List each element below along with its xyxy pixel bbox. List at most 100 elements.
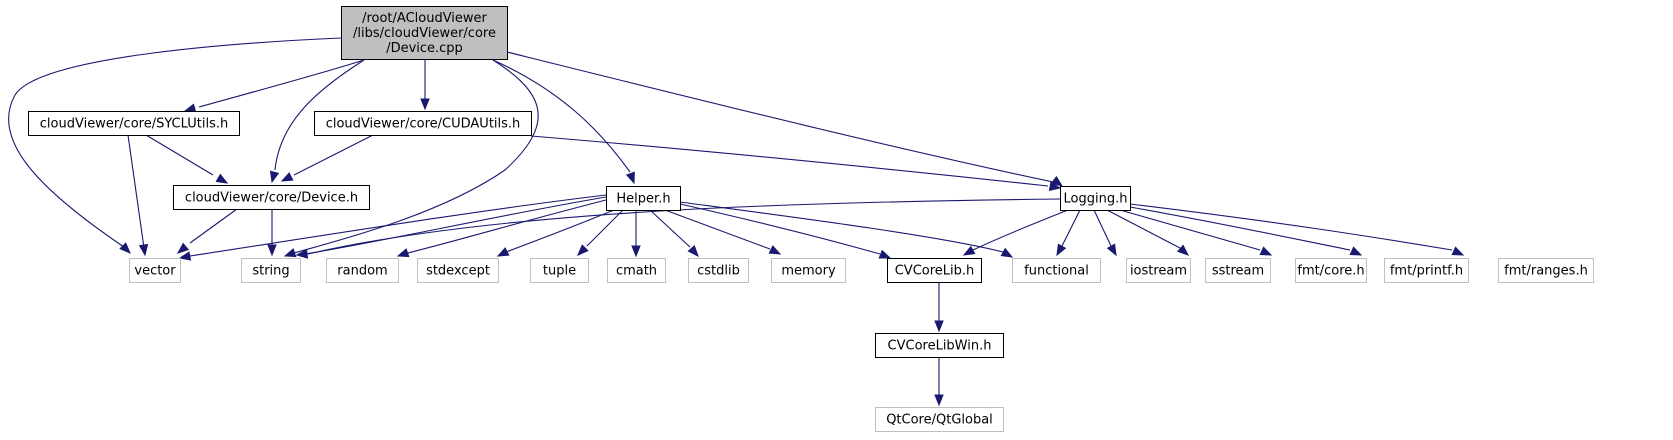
node-box-cmath [607, 258, 666, 283]
edge-helper-to-vector [189, 194, 607, 257]
node-box-fmtcore [1295, 258, 1367, 283]
edge-root-to-deviceh [274, 59, 365, 171]
arrowhead-deviceh-to-vector [176, 242, 190, 254]
node-label-cvcorelibwin: CVCoreLibWin.h [888, 339, 992, 354]
node-label-stdexcept: stdexcept [426, 264, 490, 279]
node-box-tuple [530, 258, 589, 283]
node-random: random [326, 258, 399, 283]
edge-cuda-to-logging [530, 135, 1049, 187]
node-box-logging[interactable] [1060, 186, 1131, 211]
arrowhead-root-to-vector [119, 242, 131, 254]
arrowhead-helper-to-cstdlib [687, 245, 699, 258]
node-label-memory: memory [781, 264, 836, 279]
arrowhead-logging-to-functional [1056, 243, 1067, 257]
arrowhead-cuda-to-deviceh [280, 172, 294, 182]
edge-helper-to-functional [679, 201, 1004, 253]
arrowhead-helper-to-cvcorelib [878, 249, 892, 259]
node-functional: functional [1012, 258, 1101, 283]
arrowhead-cvcorelibwin-to-qtglobal [934, 394, 944, 407]
arrowhead-helper-to-vector [178, 251, 192, 261]
node-cstdlib: cstdlib [688, 258, 749, 283]
node-box-deviceh[interactable] [173, 185, 370, 210]
arrowhead-logging-to-fmtranges [1451, 246, 1465, 256]
node-qtglobal: QtCore/QtGlobal [875, 407, 1004, 432]
node-label-tuple: tuple [543, 264, 576, 279]
node-box-cvcorelibwin[interactable] [875, 333, 1004, 358]
node-cvcorelibwin[interactable]: CVCoreLibWin.h [875, 333, 1004, 358]
node-box-iostream [1126, 258, 1191, 283]
edge-helper-to-string [304, 196, 607, 255]
node-label-helper: Helper.h [616, 192, 670, 207]
arrowhead-root-to-deviceh [269, 170, 280, 184]
edge-root-to-vector [8, 37, 342, 248]
node-label-cstdlib: cstdlib [697, 264, 740, 279]
node-label-cmath: cmath [616, 264, 657, 279]
node-string: string [241, 258, 301, 283]
edge-root-to-logging [506, 51, 1059, 184]
edge-logging-to-fmtcore [1119, 209, 1261, 251]
arrowhead-root-to-sycl [183, 103, 197, 113]
arrowhead-helper-to-functional [1000, 247, 1014, 258]
node-box-functional [1012, 258, 1101, 283]
node-box-random [326, 258, 399, 283]
arrowhead-deviceh-to-string [267, 244, 277, 257]
node-label-vector: vector [134, 264, 176, 279]
node-box-sycl[interactable] [28, 111, 240, 136]
edge-helper-to-cvcorelib [679, 203, 881, 255]
node-box-qtglobal [875, 407, 1004, 432]
arrowhead-logging-to-sstream [1176, 244, 1190, 256]
arrowhead-helper-to-tuple [577, 244, 589, 256]
arrowhead-root-to-cuda [420, 98, 430, 111]
edge-helper-to-cstdlib [649, 209, 691, 248]
nodes-layer: /root/ACloudViewer/libs/cloudViewer/core… [28, 6, 1594, 432]
node-box-vector [129, 258, 181, 283]
arrowhead-logging-to-fmtprintf [1349, 246, 1363, 256]
edge-helper-to-memory [664, 209, 771, 250]
node-label-root: /root/ACloudViewer [362, 11, 487, 26]
node-memory: memory [771, 258, 846, 283]
node-box-stdexcept [417, 258, 499, 283]
node-vector: vector [129, 258, 181, 283]
node-box-root[interactable] [341, 6, 508, 60]
node-label-sstream: sstream [1212, 264, 1264, 279]
edge-logging-to-fmtprintf [1129, 206, 1351, 251]
edge-logging-to-cvcorelib [972, 209, 1069, 251]
node-iostream: iostream [1126, 258, 1191, 283]
node-sstream: sstream [1205, 258, 1271, 283]
arrowhead-logging-to-cvcorelib [962, 245, 976, 256]
node-cuda[interactable]: cloudViewer/core/CUDAUtils.h [314, 111, 532, 136]
node-deviceh[interactable]: cloudViewer/core/Device.h [173, 185, 370, 210]
edge-logging-to-iostream [1093, 209, 1112, 247]
node-logging[interactable]: Logging.h [1060, 186, 1131, 211]
node-sycl[interactable]: cloudViewer/core/SYCLUtils.h [28, 111, 240, 136]
node-label-qtglobal: QtCore/QtGlobal [886, 413, 993, 428]
node-label-root: /Device.cpp [386, 41, 463, 56]
node-root[interactable]: /root/ACloudViewer/libs/cloudViewer/core… [341, 6, 508, 60]
edge-logging-to-fmtranges [1129, 203, 1453, 251]
node-label-functional: functional [1024, 264, 1089, 279]
edge-logging-to-string [307, 198, 1061, 255]
node-cmath: cmath [607, 258, 666, 283]
node-label-fmtprintf: fmt/printf.h [1390, 264, 1463, 279]
edge-cuda-to-deviceh [293, 134, 374, 176]
edge-logging-to-sstream [1106, 209, 1181, 249]
node-label-random: random [337, 264, 387, 279]
node-box-fmtranges [1498, 258, 1594, 283]
arrowhead-root-to-logging [1050, 175, 1064, 187]
node-box-memory [771, 258, 846, 283]
edge-deviceh-to-vector [189, 208, 238, 244]
arrowhead-cvcorelib-to-cvcorelibwin [934, 320, 944, 333]
node-helper[interactable]: Helper.h [606, 186, 681, 211]
node-label-root: /libs/cloudViewer/core [353, 26, 496, 41]
node-box-string [241, 258, 301, 283]
node-fmtcore: fmt/core.h [1295, 258, 1367, 283]
edge-root-to-sycl [198, 59, 365, 108]
arrowhead-logging-to-fmtcore [1259, 246, 1273, 256]
edge-logging-to-functional [1061, 209, 1081, 247]
node-box-cvcorelib[interactable] [887, 258, 982, 283]
arrowhead-sycl-to-deviceh [215, 173, 229, 184]
node-box-cuda[interactable] [314, 111, 532, 136]
node-box-helper[interactable] [606, 186, 681, 211]
node-cvcorelib[interactable]: CVCoreLib.h [887, 258, 982, 283]
